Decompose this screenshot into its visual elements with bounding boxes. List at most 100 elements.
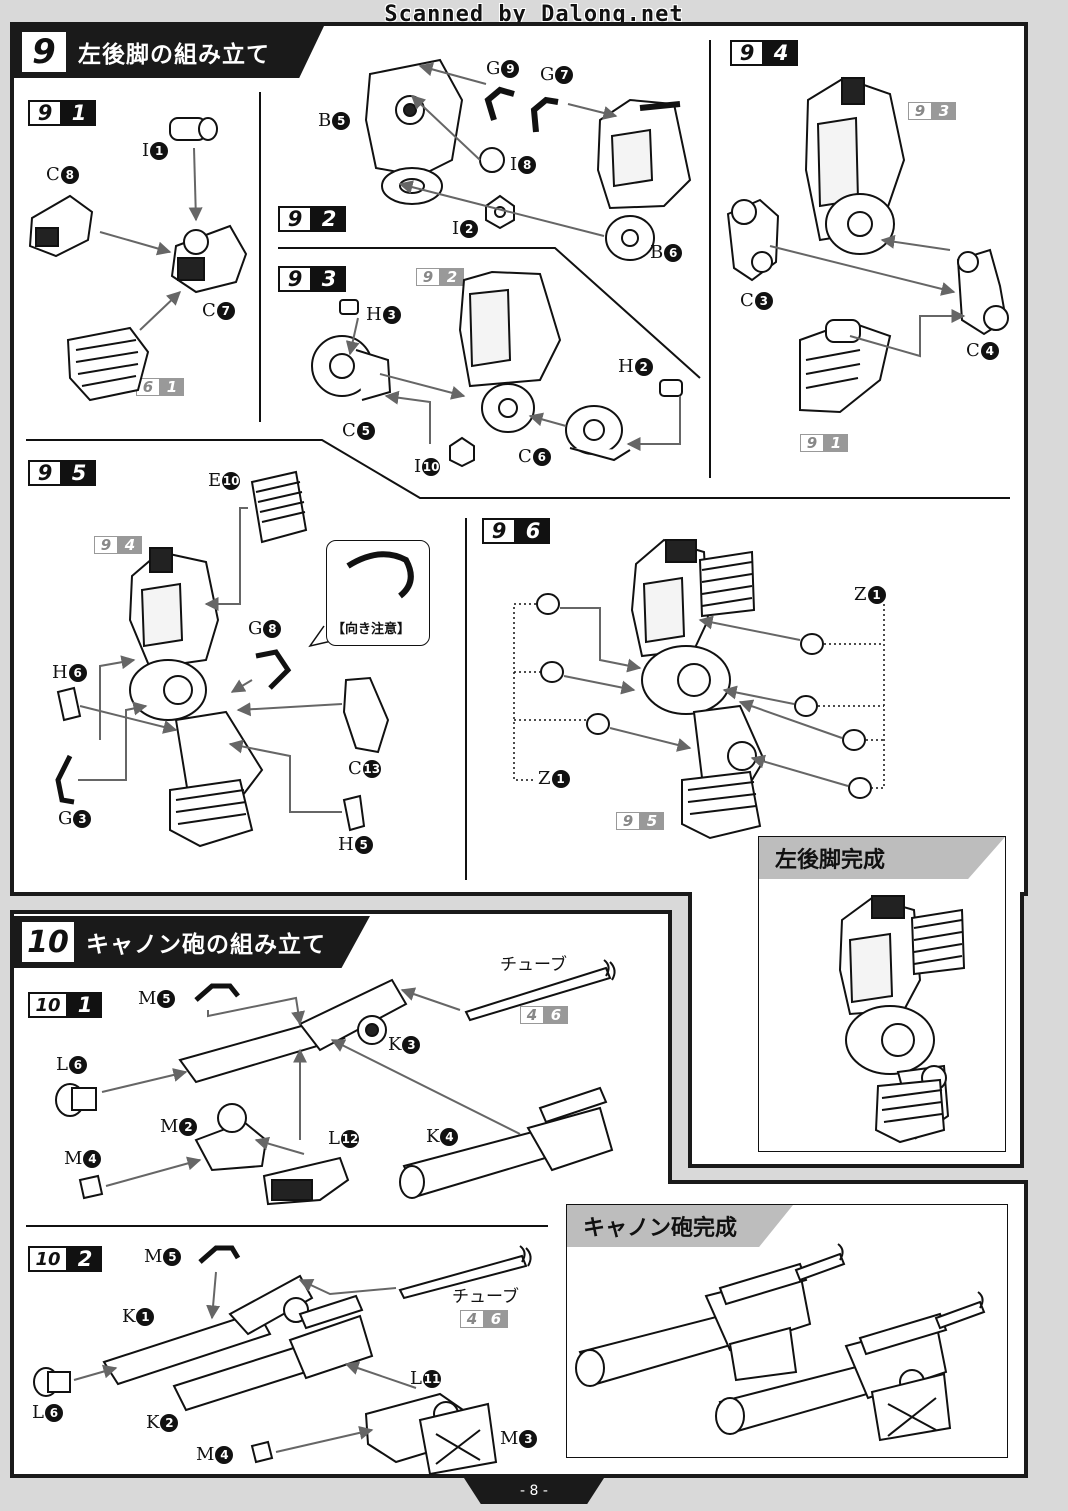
part-b6-frame [596, 98, 692, 261]
part-m3-assembly [364, 1392, 498, 1476]
leg-9-5 [128, 547, 264, 848]
part-m4-2 [250, 1440, 274, 1464]
part-i1-pin [169, 117, 218, 141]
part-l12 [262, 1156, 350, 1206]
tube-rod-1 [464, 959, 616, 1022]
part-g7-hose [530, 96, 559, 133]
washers-z1 [536, 593, 872, 799]
tube-rod-2 [398, 1245, 532, 1300]
section-9-title: 左後脚の組み立て [78, 42, 270, 68]
complete-cannon-drawing [575, 1243, 986, 1442]
section-10-title: キャノン砲の組み立て [86, 932, 326, 958]
part-c6-joint [565, 405, 631, 462]
section-10-number: 10 [22, 922, 74, 962]
page-footer: - 8 - [0, 1478, 1068, 1504]
part-g8-hose [255, 649, 292, 690]
part-m5-hose-1 [194, 983, 240, 1002]
section-10-top-join [668, 1180, 1028, 1184]
tube-label-2: チューブ [452, 1287, 519, 1307]
part-c13 [342, 676, 390, 754]
part-h3 [339, 299, 359, 315]
part-g9-hose [484, 86, 515, 121]
complete-leg-title: 左後脚完成 [759, 837, 1005, 879]
section-9-header: 9 左後脚の組み立て [14, 26, 324, 78]
section-9-number: 9 [22, 32, 66, 72]
part-m4-1 [78, 1174, 104, 1200]
part-c7-assembly [170, 224, 248, 294]
part-h6 [56, 686, 82, 722]
leg-9-6 [630, 538, 766, 840]
orientation-note-label: 【向き注意】 [332, 622, 411, 637]
part-c8 [28, 194, 94, 258]
section-10-header: 10 キャノン砲の組み立て [14, 916, 370, 968]
complete-cannon-title: キャノン砲完成 [567, 1205, 793, 1247]
part-c4 [956, 248, 1009, 336]
leg-upper-9-4 [804, 76, 906, 255]
part-e10-radiator [250, 470, 308, 544]
part-h2 [659, 379, 683, 397]
part-i10-nut [449, 436, 475, 468]
cannon-frame-k3 [178, 978, 408, 1084]
orientation-note-box [326, 540, 430, 646]
part-h5 [342, 794, 366, 832]
page-number: - 8 - [464, 1478, 604, 1504]
tube-label-1: チューブ [500, 955, 567, 975]
part-m5-hose-2 [198, 1245, 241, 1264]
part-c3 [726, 198, 780, 282]
